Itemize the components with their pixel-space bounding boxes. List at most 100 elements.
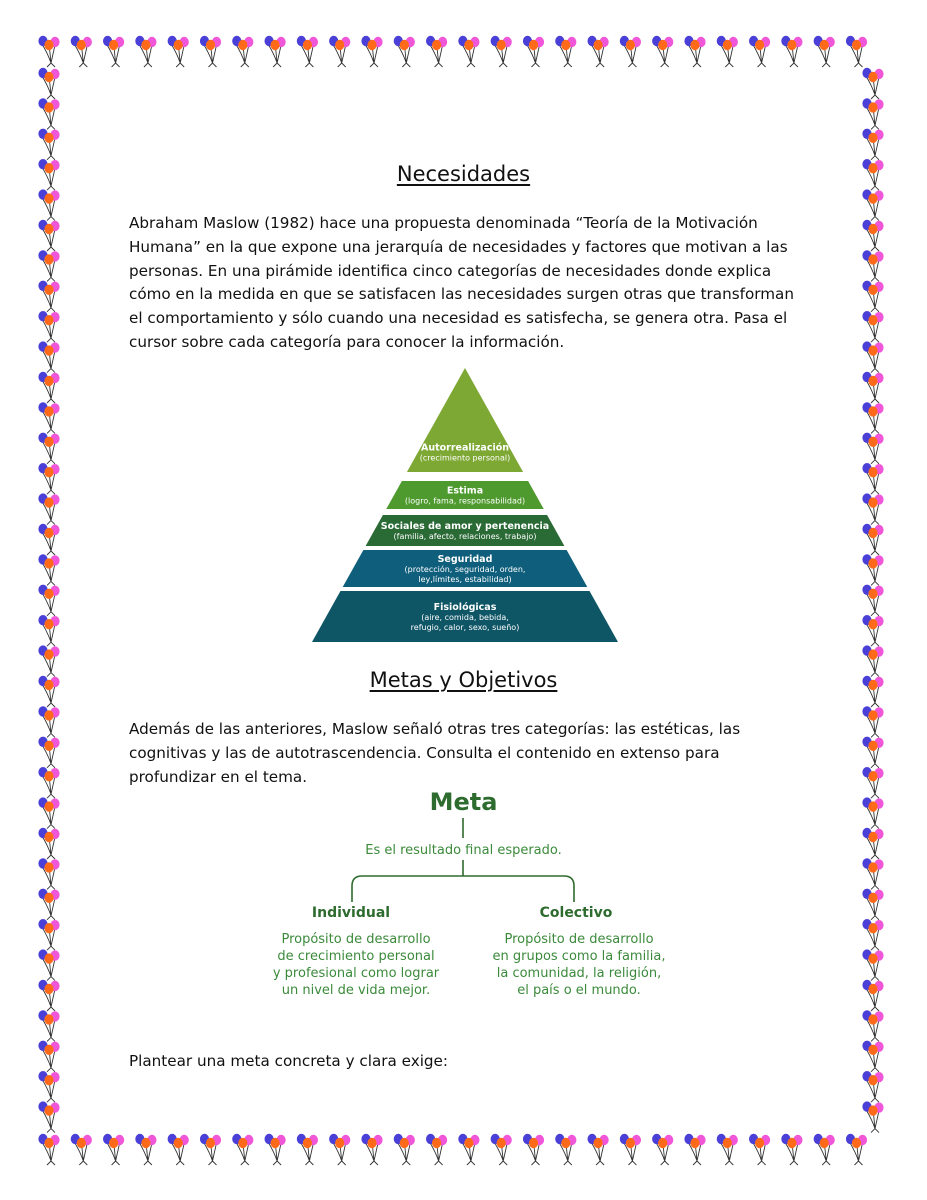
balloons-icon [38, 67, 60, 100]
balloons-icon [862, 797, 884, 829]
pyramid-band [386, 481, 544, 509]
balloons-icon [862, 554, 884, 586]
pyramid-level-subtitle: (familia, afecto, relaciones, trabajo) [394, 532, 537, 541]
balloons-icon [749, 1133, 771, 1166]
balloons-icon [38, 979, 60, 1012]
balloons-icon [522, 35, 545, 68]
balloons-icon [862, 98, 884, 130]
balloons-icon [70, 1133, 92, 1166]
balloons-icon [587, 1133, 609, 1166]
balloons-icon [38, 250, 60, 282]
balloons-icon [38, 432, 60, 465]
balloons-icon [38, 827, 60, 860]
balloons-icon [426, 35, 448, 68]
balloons-icon [135, 35, 157, 68]
balloons-icon [38, 523, 60, 556]
meta-definition: Es el resultado final esperado. [365, 843, 562, 858]
balloons-icon [862, 949, 884, 981]
pyramid-level[interactable]: Estima(logro, fama, responsabilidad) [386, 481, 544, 509]
balloons-icon [38, 736, 60, 769]
balloons-icon [38, 1101, 60, 1133]
balloons-icon [426, 1133, 448, 1166]
balloons-icon [38, 888, 60, 921]
meta-title: Meta [429, 788, 498, 816]
pyramid-level[interactable]: Autorrealización(crecimiento personal) [406, 368, 524, 472]
pyramid-level-title: Autorrealización [421, 443, 509, 454]
balloons-icon [862, 675, 884, 708]
balloons-icon [862, 767, 884, 799]
balloons-icon [813, 35, 835, 68]
balloons-icon [38, 341, 60, 373]
balloons-icon [199, 35, 222, 68]
closing-text: Plantear una meta concreta y clara exige… [129, 1052, 449, 1070]
balloons-icon [135, 1133, 157, 1166]
pyramid-level-subtitle: (logro, fama, responsabilidad) [405, 497, 525, 506]
balloons-icon [296, 35, 318, 68]
balloons-icon [862, 493, 884, 525]
branch-line: el país o el mundo. [517, 983, 641, 998]
balloons-icon [862, 1040, 884, 1073]
balloons-icon [38, 767, 60, 799]
balloons-icon [862, 432, 884, 465]
balloons-icon [862, 827, 884, 860]
balloons-icon [862, 584, 884, 617]
pyramid-band [342, 550, 588, 587]
balloons-icon [862, 645, 884, 677]
balloons-icon [38, 919, 60, 951]
balloons-icon [862, 341, 884, 373]
balloons-icon [38, 584, 60, 617]
balloons-icon [652, 35, 674, 68]
balloons-icon [862, 858, 884, 890]
balloons-icon [862, 1071, 884, 1103]
balloons-icon [38, 1133, 60, 1166]
pyramid-level[interactable]: Fisiológicas(aire, comida, bebida,refugi… [312, 591, 618, 642]
balloons-icon [38, 128, 60, 161]
balloons-icon [38, 645, 60, 677]
balloons-icon [38, 858, 60, 890]
balloons-icon [167, 1133, 189, 1166]
balloons-icon [862, 280, 884, 313]
balloons-icon [70, 35, 92, 68]
balloons-icon [232, 35, 254, 68]
balloons-icon [38, 1010, 60, 1042]
branch-individual-title: Individual [311, 905, 391, 921]
balloons-icon [522, 1133, 545, 1166]
balloons-icon [862, 888, 884, 921]
branch-line: Propósito de desarrollo [504, 932, 654, 947]
pyramid-level-subtitle: ley,límites, estabilidad) [418, 575, 511, 584]
pyramid-level-subtitle: refugio, calor, sexo, sueño) [411, 623, 520, 632]
branch-individual-text: Propósito de desarrollo de crecimiento p… [236, 931, 476, 999]
balloons-icon [862, 311, 884, 343]
balloons-icon [38, 311, 60, 343]
balloons-icon [167, 35, 189, 68]
pyramid-level[interactable]: Sociales de amor y pertenencia(familia, … [365, 515, 565, 546]
balloons-icon [329, 1133, 351, 1166]
balloons-icon [587, 35, 609, 68]
balloons-icon [38, 949, 60, 981]
balloons-icon [862, 615, 884, 647]
balloons-icon [862, 159, 884, 191]
balloons-icon [862, 219, 884, 252]
balloons-icon [862, 1010, 884, 1042]
balloons-icon [38, 98, 60, 130]
pyramid-level-subtitle: (aire, comida, bebida, [421, 613, 509, 622]
balloons-icon [393, 35, 415, 68]
branch-line: la comunidad, la religión, [496, 966, 662, 981]
balloons-icon [862, 402, 884, 434]
pyramid-level-title: Sociales de amor y pertenencia [381, 521, 549, 532]
balloons-icon [38, 615, 60, 647]
balloons-icon [38, 706, 60, 738]
balloons-icon [38, 554, 60, 586]
intro-paragraph: Abraham Maslow (1982) hace una propuesta… [129, 214, 794, 351]
balloons-icon [329, 35, 351, 68]
pyramid-level-title: Fisiológicas [434, 602, 497, 613]
balloons-icon [862, 67, 884, 100]
balloons-icon [38, 675, 60, 708]
pyramid-level[interactable]: Seguridad(protección, seguridad, orden,l… [342, 550, 588, 587]
balloons-icon [103, 35, 125, 68]
balloons-icon [38, 493, 60, 525]
balloons-icon [619, 1133, 641, 1166]
balloons-icon [862, 706, 884, 738]
balloons-icon [862, 919, 884, 951]
